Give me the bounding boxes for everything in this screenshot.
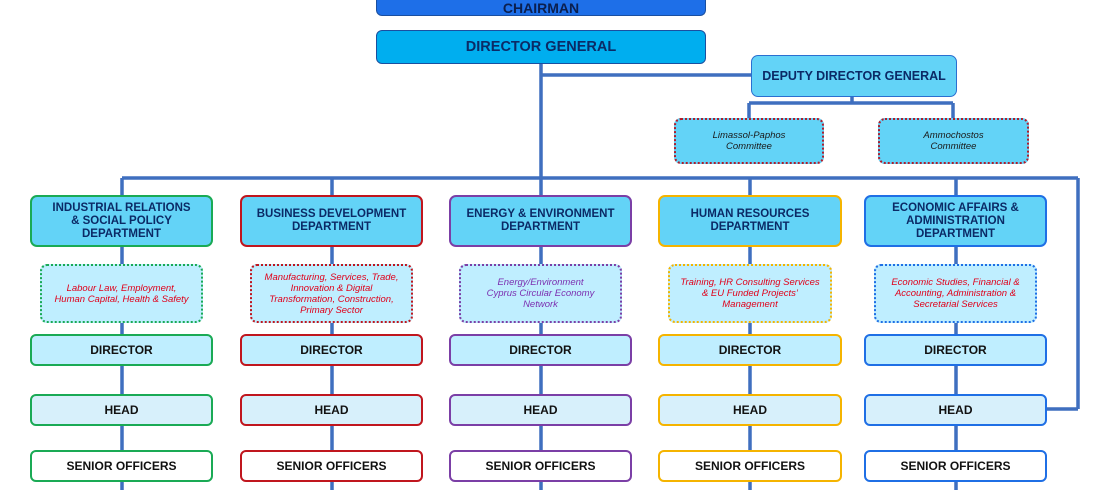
- head-label: HEAD: [314, 403, 349, 417]
- committee-label: Committee: [930, 141, 977, 152]
- director-box: DIRECTOR: [449, 334, 632, 366]
- senior-label: SENIOR OFFICERS: [694, 459, 805, 473]
- text-line: DEPARTMENT: [500, 221, 580, 233]
- text-line: INDUSTRIAL RELATIONS: [52, 201, 191, 214]
- senior-officers-box: SENIOR OFFICERS: [30, 450, 213, 482]
- text-line: Labour Law, Employment,: [66, 282, 177, 294]
- department-focus-areas: Economic Studies, Financial &Accounting,…: [874, 264, 1037, 323]
- text-line: Economic Studies, Financial &: [891, 277, 1020, 288]
- senior-label: SENIOR OFFICERS: [276, 459, 387, 473]
- director-label: DIRECTOR: [509, 343, 572, 357]
- text-line: DEPARTMENT: [291, 221, 371, 233]
- committee-name: Ammochostos: [923, 130, 984, 141]
- text-line: Innovation & Digital: [290, 282, 373, 294]
- text-line: ENERGY & ENVIRONMENT: [466, 208, 615, 220]
- chairman-box: CHAIRMAN: [376, 0, 706, 16]
- text-line: DEPARTMENT: [915, 227, 995, 240]
- director-box: DIRECTOR: [240, 334, 423, 366]
- text-line: Accounting, Administration &: [894, 288, 1017, 299]
- chairman-label: CHAIRMAN: [502, 0, 580, 16]
- committee-label: Committee: [726, 141, 772, 152]
- senior-officers-box: SENIOR OFFICERS: [864, 450, 1047, 482]
- director-box: DIRECTOR: [658, 334, 842, 366]
- text-line: Training, HR Consulting Services: [680, 277, 820, 288]
- head-box: HEAD: [240, 394, 423, 426]
- head-label: HEAD: [938, 403, 973, 417]
- senior-officers-box: SENIOR OFFICERS: [240, 450, 423, 482]
- director-general-box: DIRECTOR GENERAL: [376, 30, 706, 64]
- text-line: Cyprus Circular Economy: [486, 288, 595, 299]
- committee-name: Limassol-Paphos: [712, 130, 786, 141]
- department-focus-areas: Training, HR Consulting Services& EU Fun…: [668, 264, 832, 323]
- senior-label: SENIOR OFFICERS: [900, 459, 1011, 473]
- text-line: HUMAN RESOURCES: [690, 208, 810, 220]
- text-line: ECONOMIC AFFAIRS &: [892, 201, 1019, 214]
- head-label: HEAD: [104, 403, 139, 417]
- head-label: HEAD: [523, 403, 558, 417]
- director-label: DIRECTOR: [90, 343, 153, 357]
- text-line: ADMINISTRATION: [906, 214, 1005, 227]
- text-line: Human Capital, Health & Safety: [54, 293, 189, 305]
- committee-ammochostos: Ammochostos Committee: [878, 118, 1029, 164]
- head-box: HEAD: [658, 394, 842, 426]
- deputy-director-general-box: DEPUTY DIRECTOR GENERAL: [751, 55, 957, 97]
- text-line: Primary Sector: [300, 304, 363, 316]
- text-line: Network: [523, 299, 558, 310]
- director-label: DIRECTOR: [300, 343, 363, 357]
- text-line: DEPARTMENT: [710, 221, 790, 233]
- director-box: DIRECTOR: [864, 334, 1047, 366]
- senior-label: SENIOR OFFICERS: [66, 459, 177, 473]
- director-label: DIRECTOR: [718, 343, 782, 357]
- text-line: & SOCIAL POLICY: [71, 214, 172, 227]
- department-focus-areas: Labour Law, Employment,Human Capital, He…: [40, 264, 203, 323]
- director-general-label: DIRECTOR GENERAL: [465, 39, 617, 55]
- senior-officers-box: SENIOR OFFICERS: [658, 450, 842, 482]
- text-line: Energy/Environment: [497, 277, 584, 288]
- director-label: DIRECTOR: [924, 343, 987, 357]
- text-line: Secretarial Services: [913, 299, 998, 310]
- director-box: DIRECTOR: [30, 334, 213, 366]
- text-line: BUSINESS DEVELOPMENT: [256, 208, 407, 220]
- text-line: & EU Funded Projects’: [701, 288, 799, 299]
- department-focus-areas: Manufacturing, Services, Trade,Innovatio…: [250, 264, 413, 323]
- text-line: Manufacturing, Services, Trade,: [264, 271, 399, 283]
- deputy-director-general-label: DEPUTY DIRECTOR GENERAL: [762, 69, 946, 83]
- head-box: HEAD: [30, 394, 213, 426]
- head-box: HEAD: [864, 394, 1047, 426]
- text-line: Transformation, Construction,: [269, 293, 394, 305]
- senior-officers-box: SENIOR OFFICERS: [449, 450, 632, 482]
- text-line: DEPARTMENT: [81, 227, 161, 240]
- committee-limassol-paphos: Limassol-Paphos Committee: [674, 118, 824, 164]
- head-box: HEAD: [449, 394, 632, 426]
- senior-label: SENIOR OFFICERS: [485, 459, 596, 473]
- head-label: HEAD: [732, 403, 767, 417]
- text-line: Management: [722, 299, 778, 310]
